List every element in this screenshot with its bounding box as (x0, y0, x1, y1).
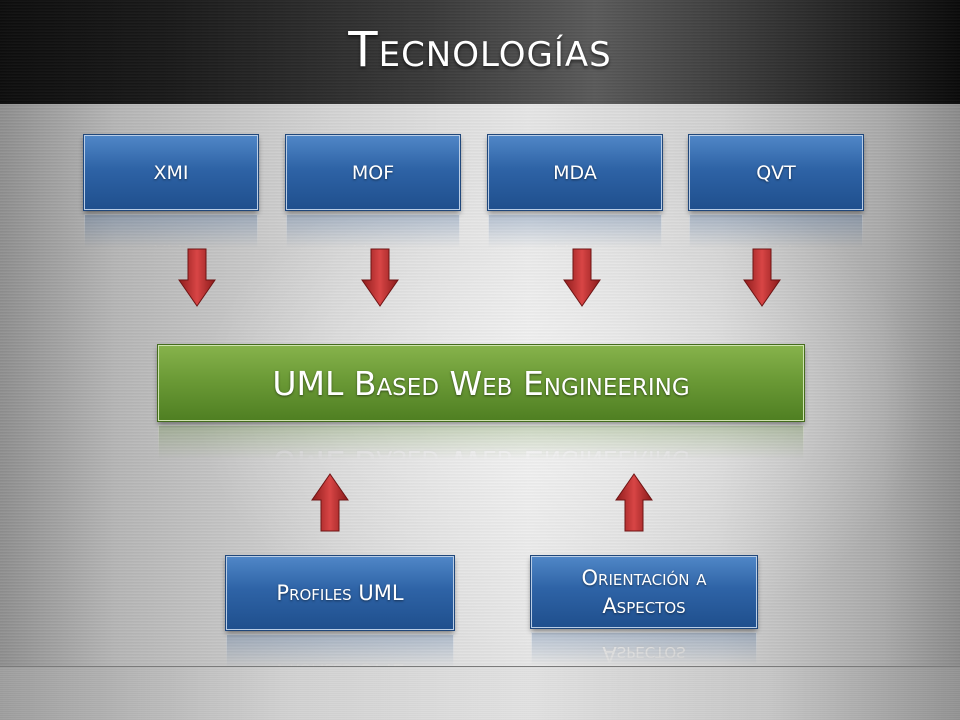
uwe-box: UML Based Web Engineering (158, 345, 804, 421)
box-orientacion-aspectos: Orientación a Aspectos (531, 556, 757, 628)
down-arrow-icon (563, 248, 601, 307)
down-arrow-icon (178, 248, 216, 307)
slide-title: Tecnologías (348, 22, 612, 78)
header-band (0, 0, 960, 104)
box-profiles-uml: Profiles UML (226, 556, 454, 630)
down-arrow-icon (743, 248, 781, 307)
box-mda: MDA (488, 135, 662, 210)
up-arrow-icon (311, 473, 349, 532)
up-arrow-icon (615, 473, 653, 532)
box-xmi: XMI (84, 135, 258, 210)
box-mof: MOF (286, 135, 460, 210)
down-arrow-icon (361, 248, 399, 307)
box-qvt: QVT (689, 135, 863, 210)
footer-band (0, 666, 960, 720)
